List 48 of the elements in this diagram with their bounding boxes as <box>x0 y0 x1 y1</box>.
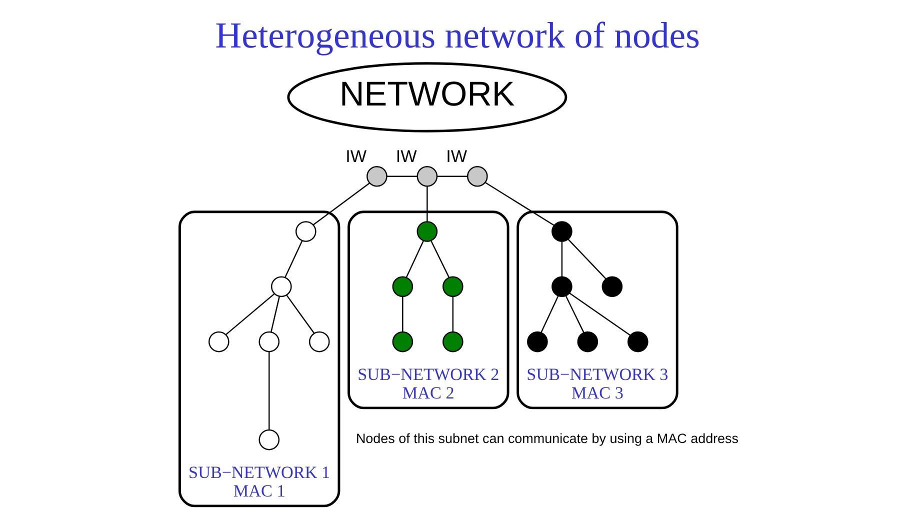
node-label: IW <box>446 146 467 166</box>
connector <box>268 352 270 430</box>
connector <box>567 238 606 280</box>
node-circle <box>551 276 572 298</box>
connector <box>286 294 314 334</box>
node-circle <box>526 331 548 352</box>
cluster: SUB−NETWORK 1 MAC 1 <box>178 210 340 508</box>
node-circle <box>626 331 648 352</box>
connector <box>386 176 417 177</box>
node-circle <box>258 331 280 352</box>
node-circle <box>576 331 598 352</box>
node-ellipse: NETWORK <box>286 62 567 132</box>
node-circle <box>208 331 229 352</box>
node-label: IW <box>395 146 416 166</box>
node-circle <box>308 331 330 352</box>
connector <box>402 296 403 332</box>
connector <box>270 296 280 332</box>
connector <box>568 292 630 336</box>
connector <box>452 296 454 332</box>
connector <box>430 240 450 278</box>
node-circle <box>392 276 413 298</box>
node-label: Nodes of this subnet can communicate by using a MAC address <box>355 431 738 446</box>
node-circle <box>258 429 280 450</box>
cluster: SUB−NETWORK 3 MAC 3 <box>516 210 678 410</box>
connector <box>484 182 554 226</box>
connector <box>312 182 370 226</box>
node-circle <box>366 166 387 187</box>
node-circle <box>416 221 438 242</box>
diagram-title: Heterogeneous network of nodes <box>214 14 700 56</box>
node-circle <box>392 331 413 352</box>
node-circle <box>466 166 488 187</box>
node-circle <box>294 221 316 242</box>
node-circle <box>442 276 463 298</box>
connector <box>426 186 428 222</box>
node-circle <box>442 331 463 352</box>
cluster: SUB−NETWORK 2 MAC 2 <box>347 210 509 410</box>
connector <box>564 296 584 333</box>
connector <box>405 240 424 278</box>
connector <box>284 240 302 278</box>
node-label: IW <box>345 146 366 166</box>
node-circle <box>601 276 622 298</box>
node-circle <box>551 221 572 242</box>
connector <box>225 293 274 336</box>
node-circle <box>270 276 292 298</box>
connector <box>436 176 467 177</box>
connector <box>540 296 558 333</box>
node-circle <box>416 166 438 187</box>
connector <box>560 241 562 277</box>
